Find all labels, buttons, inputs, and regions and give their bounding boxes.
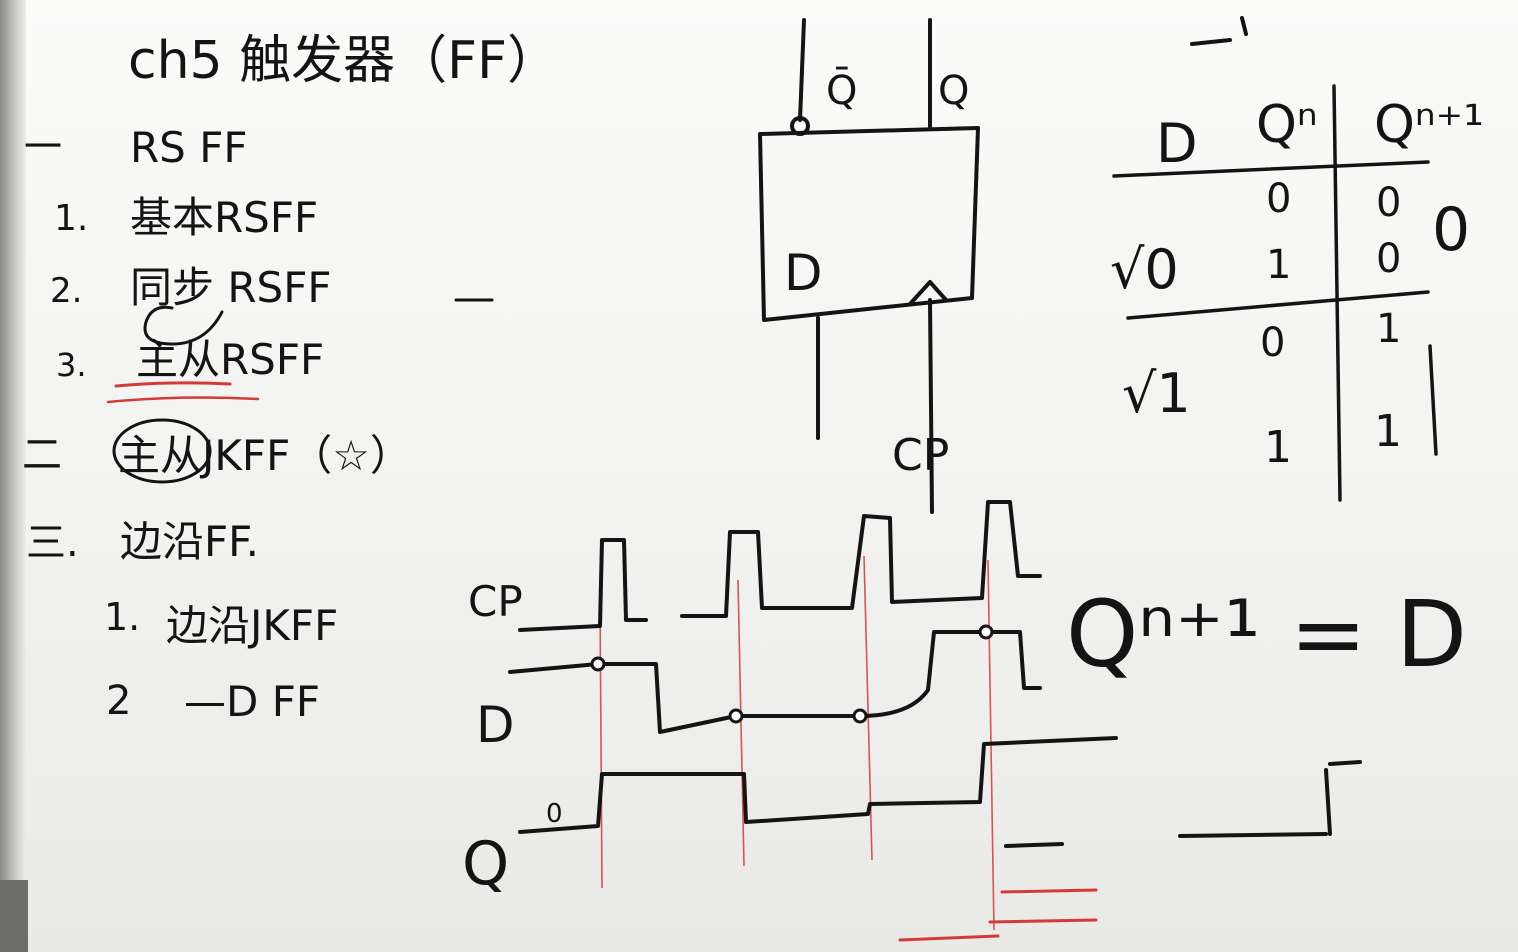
sample-point: [852, 708, 868, 724]
circle-highlight: [112, 418, 212, 484]
sample-point: [728, 708, 744, 724]
timing-label-cp: CP: [468, 577, 523, 626]
table-header-d: D: [1156, 112, 1198, 175]
table-cell: 1: [1264, 422, 1292, 473]
inversion-bubble: [790, 116, 810, 136]
table-cell: 1: [1266, 242, 1291, 288]
truth-table: D Qⁿ Qⁿ⁺¹ 0 0 1 0 0 1 1 1 √0 √1 0: [1110, 84, 1484, 502]
outline-item: —D FF: [184, 677, 320, 726]
header-dash: [1240, 16, 1248, 36]
waveform-fragment: [1324, 768, 1332, 836]
table-cell: 1: [1376, 306, 1401, 352]
characteristic-equation: Qⁿ⁺¹ = D: [1066, 581, 1467, 688]
d-waveform: [508, 630, 1042, 734]
timing-diagram: CP D Q 0: [462, 500, 1362, 942]
d-flipflop-symbol: [758, 16, 1248, 514]
sample-point: [590, 656, 606, 672]
table-mid-rule: [1126, 290, 1430, 320]
flipflop-box: [758, 126, 980, 322]
timing-label-q: Q: [462, 829, 509, 899]
table-column-divider: [1332, 84, 1342, 502]
qbar-output-line: [798, 18, 806, 122]
table-cell: 0: [1376, 180, 1401, 226]
sample-point: [978, 624, 994, 640]
cp-input-line: [928, 298, 934, 514]
outline-marker: 三.: [26, 520, 79, 566]
outline-marker: 1.: [104, 595, 140, 639]
pin-q-label: Q: [938, 68, 969, 114]
waveform-fragment: [1004, 842, 1064, 848]
red-stroke: [898, 934, 1000, 942]
table-header-rule: [1112, 160, 1430, 178]
table-header-qn: Qⁿ: [1256, 95, 1318, 155]
red-stroke: [1000, 888, 1098, 894]
outline-marker: 3.: [56, 346, 87, 384]
outline-marker: 一: [24, 125, 62, 169]
outline-item: 主从JKFF（☆）: [118, 431, 412, 480]
waveform-fragment: [1178, 832, 1328, 838]
outline-marker: 1.: [54, 198, 88, 239]
chapter-outline: ch5 触发器（FF） 一 RS FF 1. 基本RSFF 2. 同步 RSFF…: [22, 31, 559, 726]
timing-label-d: D: [476, 696, 515, 754]
red-stroke: [988, 918, 1098, 924]
pin-cp-label: CP: [892, 430, 949, 481]
table-cell: 0: [1260, 320, 1285, 366]
red-tick: [1428, 344, 1438, 456]
waveform-fragment: [1328, 760, 1362, 766]
table-group-label: √1: [1122, 362, 1191, 425]
pin-qbar-label: Q̄: [826, 66, 857, 114]
header-dash: [1190, 38, 1232, 46]
outline-item: 边沿JKFF: [166, 601, 338, 650]
red-underline: [106, 396, 260, 404]
pin-d-label: D: [784, 244, 823, 302]
cp-waveform: [518, 500, 1042, 632]
outline-item: 边沿FF.: [120, 517, 259, 566]
outline-item: RS FF: [130, 123, 248, 172]
outline-title: ch5 触发器（FF）: [128, 31, 559, 91]
board-frame-corner: [0, 880, 28, 952]
outline-marker: 2: [106, 678, 131, 724]
board-frame-edge: [0, 0, 26, 952]
red-guide-line: [599, 597, 603, 889]
table-cell: 1: [1374, 406, 1402, 457]
q-waveform: [518, 736, 1118, 834]
red-guide-line: [737, 579, 745, 867]
table-header-qn1: Qⁿ⁺¹: [1374, 95, 1484, 155]
red-underline: [114, 381, 232, 388]
outline-marker: 二: [22, 432, 62, 478]
hand-drawn-arrow: [143, 305, 224, 346]
outline-item: 同步 RSFF: [130, 263, 332, 312]
table-side-note: 0: [1432, 195, 1470, 265]
clock-triangle: [908, 280, 948, 306]
table-group-label: √0: [1110, 238, 1179, 301]
outline-marker: 2.: [50, 271, 82, 311]
timing-initial-value: 0: [546, 799, 563, 829]
table-cell: 0: [1376, 236, 1401, 282]
outline-item: 基本RSFF: [130, 193, 318, 242]
table-cell: 0: [1266, 176, 1291, 222]
